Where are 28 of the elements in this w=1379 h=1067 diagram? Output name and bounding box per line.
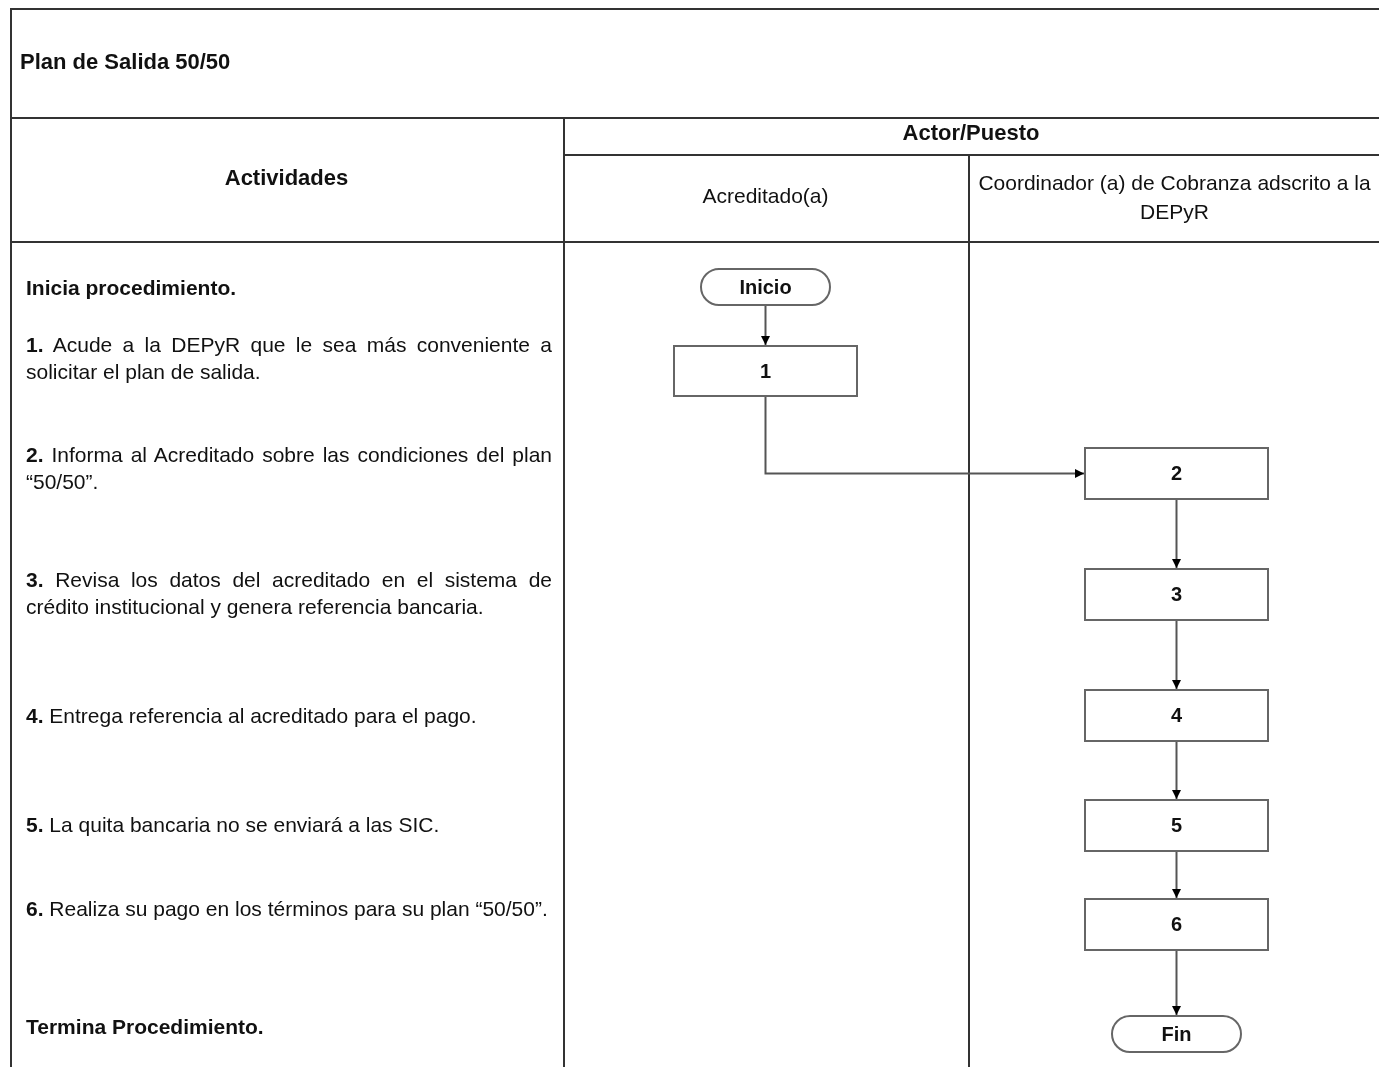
arrow: [764, 396, 1085, 478]
process-box: 3: [1084, 568, 1269, 621]
lane-header: Acreditado(a): [701, 183, 830, 209]
column-header: Actor/Puesto: [901, 119, 1041, 146]
arrow: [761, 305, 770, 346]
arrow: [1172, 741, 1181, 800]
activity-text: 1. Acude a la DEPyR que le sea más conveniente a solicitar el plan de salida.: [26, 332, 552, 385]
terminal-shape: Inicio: [700, 268, 831, 306]
column-header: Actividades: [223, 164, 350, 191]
activity-text: Termina Procedimiento.: [26, 1014, 265, 1040]
activity-text: Inicia procedimiento.: [26, 275, 238, 301]
arrow: [1172, 620, 1181, 690]
terminal-shape: Fin: [1111, 1015, 1242, 1053]
lane-header: Coordinador (a) de Cobranza adscrito a la DEPyR: [977, 170, 1372, 225]
process-box: 4: [1084, 689, 1269, 742]
process-box: 5: [1084, 799, 1269, 852]
process-box: 2: [1084, 447, 1269, 500]
table-title: Plan de Salida 50/50: [20, 48, 231, 75]
process-box: 6: [1084, 898, 1269, 951]
activity-text: 2. Informa al Acreditado sobre las condiciones del plan “50/50”.: [26, 442, 552, 495]
activity-text: 5. La quita bancaria no se enviará a las SIC.: [26, 812, 441, 838]
activity-text: 6. Realiza su pago en los términos para su plan “50/50”.: [26, 896, 549, 922]
activity-text: 4. Entrega referencia al acreditado para el pago.: [26, 703, 478, 729]
arrow: [1172, 950, 1181, 1016]
activity-text: 3. Revisa los datos del acreditado en el sistema de crédito institucional y genera referencia bancaria.: [26, 567, 552, 620]
arrow: [1172, 499, 1181, 569]
process-box: 1: [673, 345, 858, 397]
arrow: [1172, 851, 1181, 899]
